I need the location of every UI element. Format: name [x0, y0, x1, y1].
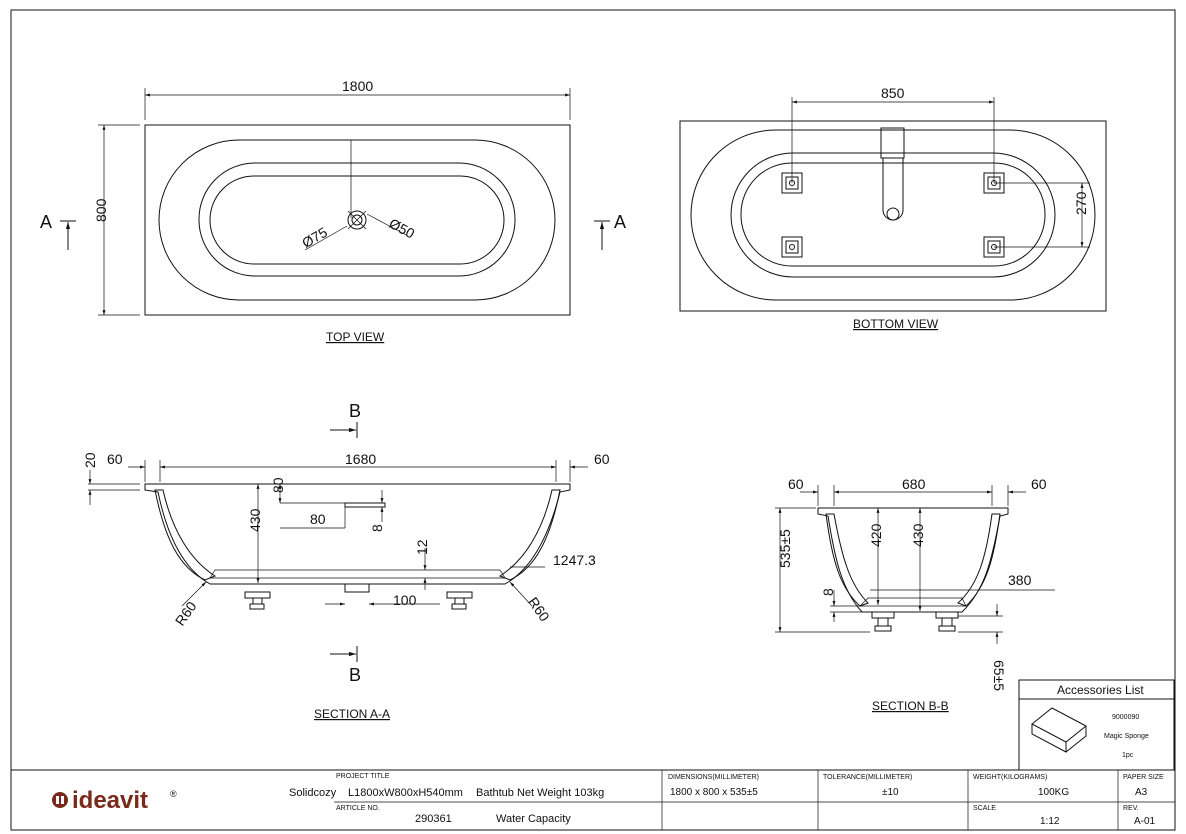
- bb-depth-b-label: 430: [910, 523, 926, 547]
- sponge-icon: [1031, 707, 1087, 753]
- top-view-caption: TOP VIEW: [326, 330, 385, 344]
- accessories-list: Accessories List 9000090 Magic Sponge 1p…: [1018, 679, 1175, 771]
- water-capacity: Water Capacity: [496, 813, 571, 825]
- top-length-label: 1800: [342, 78, 373, 94]
- aa-floor-length-label: 1247.3: [553, 552, 596, 568]
- brand-name: ideavit: [72, 787, 148, 814]
- aa-radius-left-label: R60: [172, 598, 200, 628]
- tolerance-value: ±10: [882, 787, 899, 798]
- bb-rim-left-label: 60: [788, 476, 804, 492]
- bb-overall-height-label: 535±5: [777, 529, 793, 568]
- bottom-view: 850 270 BOTTOM VIEW: [679, 85, 1107, 331]
- weight-label: WEIGHT(KILOGRAMS): [973, 774, 1047, 781]
- rev-value: A-01: [1134, 816, 1156, 827]
- ideavit-logo: ideavit ®: [52, 787, 177, 814]
- article-no: 290361: [415, 813, 452, 825]
- sheet-frame: [10, 9, 1176, 831]
- article-label: ARTICLE NO.: [336, 805, 380, 812]
- weight-value: 100KG: [1038, 787, 1069, 798]
- section-b-mark-top: B: [349, 401, 361, 421]
- aa-floor-offset-label: 12: [414, 539, 430, 555]
- dimensions-value: 1800 x 800 x 535±5: [670, 787, 758, 798]
- section-mark-right: A: [614, 212, 626, 232]
- scale-value: 1:12: [1040, 816, 1060, 827]
- product-size: L1800xW800xH540mm: [348, 787, 463, 799]
- paper-size-label: PAPER SIZE: [1123, 774, 1164, 781]
- drain-small-label: Ø50: [386, 215, 417, 242]
- aa-rim-left-label: 60: [107, 451, 123, 467]
- project-title-label: PROJECT TITLE: [336, 773, 390, 780]
- section-mark-left: A: [40, 212, 52, 232]
- bb-floor-width-label: 380: [1008, 572, 1032, 588]
- product-name: Solidcozy: [289, 787, 337, 799]
- bb-depth-a-label: 420: [868, 523, 884, 547]
- section-aa: B B 20 60 1680 60 430: [82, 401, 610, 721]
- paper-size-value: A3: [1135, 787, 1148, 798]
- aa-overflow-drop-label: 80: [270, 477, 286, 493]
- rim-thickness-label: 20: [82, 452, 98, 468]
- aa-radius-right-label: R60: [525, 594, 553, 624]
- drain-large-label: Ø75: [299, 224, 330, 251]
- accessory-qty: 1pc: [1122, 752, 1134, 759]
- rev-label: REV.: [1123, 805, 1139, 812]
- aa-depth-label: 430: [247, 508, 263, 532]
- top-view: Ø75 Ø50 1800 800 A A TOP VIEW: [40, 78, 626, 344]
- dimensions-label: DIMENSIONS(MILLIMETER): [668, 774, 759, 781]
- bb-floor-thickness-label: 8: [820, 588, 836, 596]
- section-bb-caption: SECTION B-B: [872, 699, 949, 713]
- aa-overflow-width-label: 80: [310, 511, 326, 527]
- top-width-label: 800: [93, 198, 109, 222]
- bottom-view-caption: BOTTOM VIEW: [853, 317, 939, 331]
- feet-spacing-y-label: 270: [1073, 191, 1089, 215]
- feet-spacing-x-label: 850: [881, 85, 905, 101]
- tolerance-label: TOLERANCE(MILLIMETER): [823, 774, 912, 781]
- accessory-name: Magic Sponge: [1104, 733, 1149, 740]
- aa-overflow-height-label: 8: [369, 524, 385, 532]
- brand-mark: ®: [170, 789, 177, 799]
- net-weight: Bathtub Net Weight 103kg: [476, 787, 604, 799]
- bb-feet-height-label: 65±5: [991, 660, 1007, 691]
- aa-rim-right-label: 60: [594, 451, 610, 467]
- aa-inner-length-label: 1680: [345, 451, 376, 467]
- section-aa-caption: SECTION A-A: [314, 707, 390, 721]
- bb-inner-width-label: 680: [902, 476, 926, 492]
- accessories-title: Accessories List: [1057, 683, 1144, 697]
- title-block: ideavit ® PROJECT TITLE Solidcozy L1800x…: [11, 769, 1175, 830]
- aa-drain-offset-label: 100: [393, 592, 417, 608]
- bb-rim-right-label: 60: [1031, 476, 1047, 492]
- section-bb: 60 680 60 535±5 420 430 380 8 65±5 SECTI…: [775, 476, 1055, 713]
- section-b-mark-bottom: B: [349, 665, 361, 685]
- scale-label: SCALE: [973, 805, 996, 812]
- accessory-code: 9000090: [1112, 714, 1139, 721]
